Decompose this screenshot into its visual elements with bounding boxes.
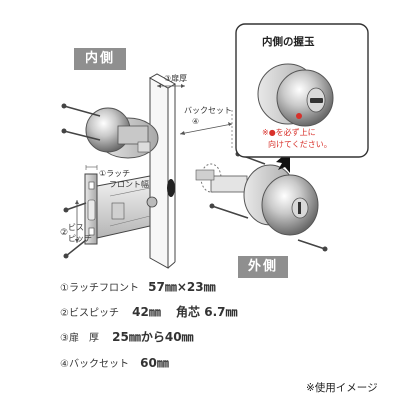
inner-side-tag: 内側	[74, 48, 126, 70]
usage-image-caption: ※使用イメージ	[306, 382, 378, 394]
screw-pitch-dimension	[75, 200, 79, 243]
inner-screws	[61, 103, 101, 141]
spec-extra: 角芯 6.7㎜	[176, 305, 238, 319]
inset-note-line1: ※●を必ず上に	[262, 128, 316, 137]
backset-label: バックセット	[184, 106, 232, 115]
screw-pitch-number: ②	[60, 228, 69, 238]
spec-number: ①	[60, 283, 69, 294]
outer-knob	[243, 164, 319, 236]
backset-number: ④	[192, 117, 200, 126]
red-dot-marker	[296, 113, 302, 119]
spec-name: ビスピッチ	[68, 308, 119, 319]
spec-row-screw-pitch: ②ビスピッチ 42㎜ 角芯 6.7㎜	[60, 303, 237, 320]
latch-screws	[63, 202, 87, 259]
spec-row-door-thickness: ③扉 厚 25㎜から40㎜	[60, 328, 194, 345]
spindle	[195, 163, 248, 193]
spec-name: バックセット	[68, 359, 129, 370]
thickness-label: ③扉厚	[164, 74, 188, 83]
screw-pitch-label-2: ピッチ	[68, 234, 92, 243]
inset-note-line2: 向けてください。	[268, 140, 332, 149]
spec-name: 扉 厚	[68, 333, 99, 344]
inset-title: 内側の握玉	[262, 36, 315, 48]
inner-knob	[85, 107, 159, 159]
spec-value: 42㎜	[132, 305, 161, 319]
spec-number: ②	[60, 308, 69, 319]
thickness-dimension	[157, 84, 185, 88]
door-panel	[148, 73, 177, 269]
spec-row-latch-front: ①ラッチフロント 57㎜×23㎜	[60, 278, 216, 295]
latch-assembly	[84, 173, 158, 245]
spec-number: ④	[60, 359, 69, 370]
spec-value: 57㎜×23㎜	[148, 280, 216, 294]
spec-value: 60㎜	[140, 356, 169, 370]
latch-front-label-2: フロント幅	[109, 180, 149, 189]
outer-side-tag: 外側	[238, 256, 288, 278]
spec-value: 25㎜から40㎜	[112, 330, 194, 344]
backset-dimension	[179, 110, 233, 150]
latch-front-label-1: ①ラッチ	[99, 169, 131, 178]
spec-name: ラッチフロント	[68, 283, 139, 294]
inset-box	[235, 23, 369, 158]
spec-row-backset: ④バックセット 60㎜	[60, 354, 169, 371]
spec-number: ③	[60, 333, 69, 344]
latch-front-dimension	[85, 165, 98, 170]
screw-pitch-label-1: ビス	[68, 223, 84, 232]
